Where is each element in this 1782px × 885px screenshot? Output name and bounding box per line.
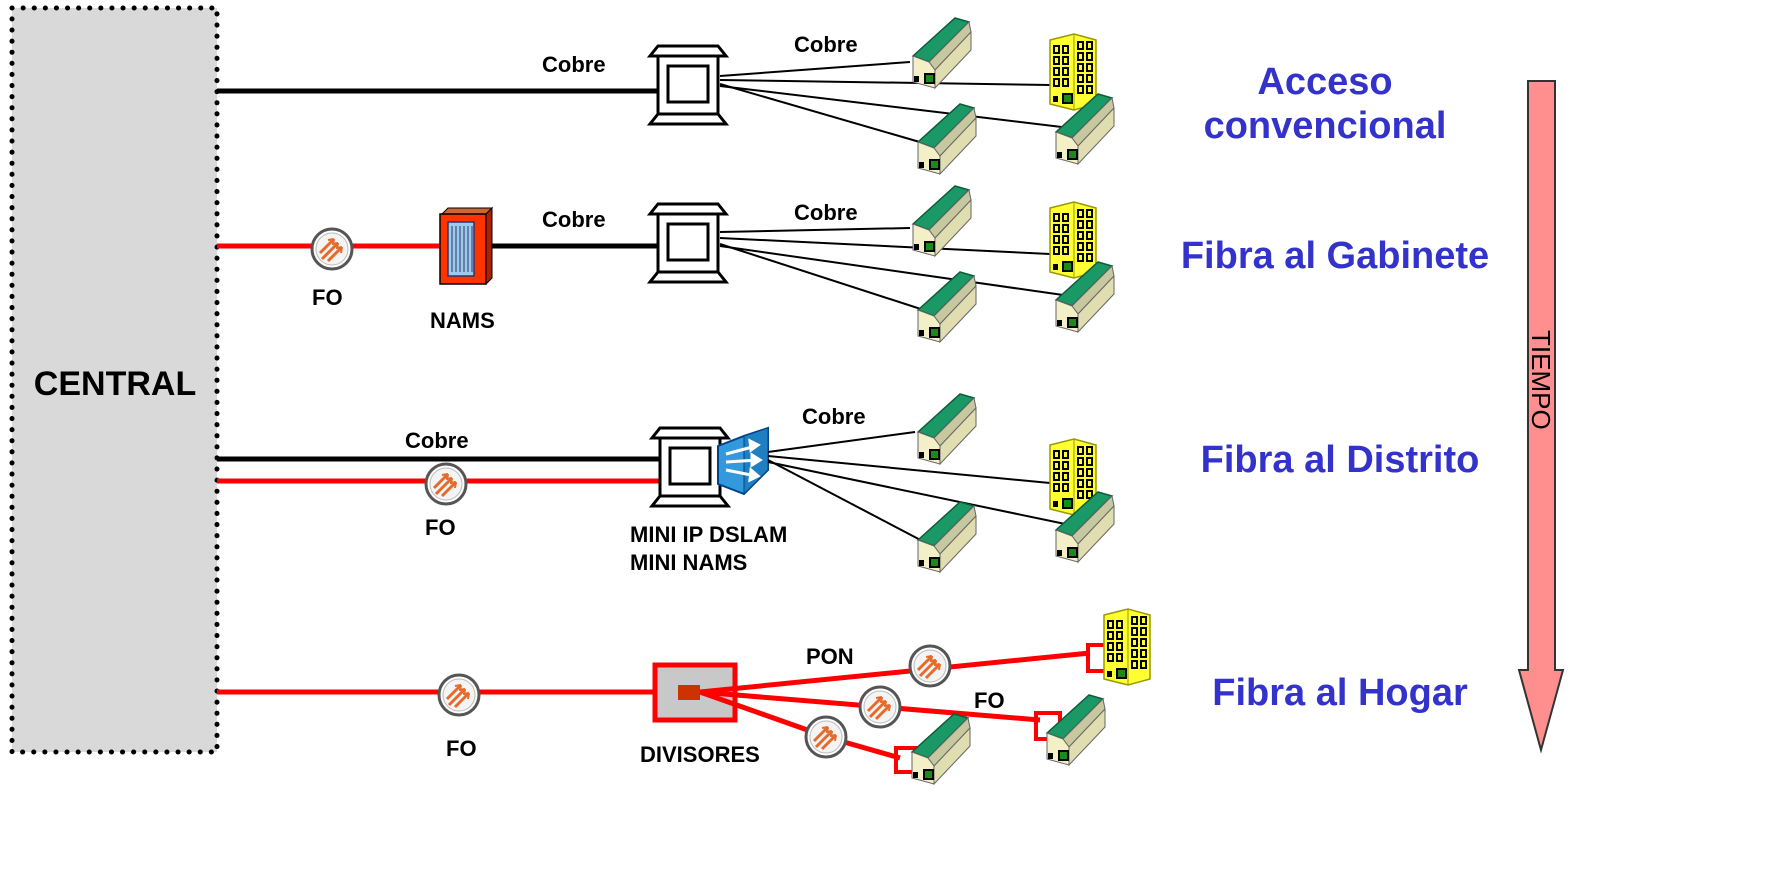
row-fibra-al-distrito: Cobre FO MINI IP DSLAM MINI NAMS Cobre F… — [217, 393, 1480, 575]
mini-nams-label: MINI NAMS — [630, 550, 747, 575]
central-label: CENTRAL — [34, 365, 196, 403]
central-office-box — [9, 5, 220, 755]
fiber-amplifier-icon — [437, 673, 481, 717]
nams-label: NAMS — [430, 308, 495, 333]
fiber-amplifier-icon — [908, 644, 952, 688]
fiber-amplifier-icon — [310, 227, 354, 271]
row-title: Fibra al Gabinete — [1181, 235, 1489, 277]
row-fibra-al-gabinete: FO NAMS Cobre Cobre Fibra al Gabinete — [217, 185, 1489, 343]
house-icon — [917, 393, 977, 465]
timeline-label: TIEMPO — [1526, 330, 1556, 430]
fo-drop-label: FO — [974, 688, 1005, 713]
building-icon — [1049, 33, 1097, 111]
cobre-main-label: Cobre — [542, 207, 606, 232]
house-icon — [917, 103, 977, 175]
building-icon — [1049, 201, 1097, 279]
cabinet-icon — [650, 426, 730, 508]
drop-lines — [719, 227, 1071, 313]
building-icon — [1103, 608, 1151, 686]
row-title: Acceso — [1257, 61, 1392, 103]
cobre-main-label: Cobre — [542, 52, 606, 77]
cobre-drop-label: Cobre — [802, 404, 866, 429]
drop-lines — [767, 431, 1071, 546]
fiber-amplifier-icon — [858, 685, 902, 729]
cobre-main-label: Cobre — [405, 428, 469, 453]
house-icon — [917, 501, 977, 573]
row-title-line-2: convencional — [1204, 105, 1447, 147]
fo-label: FO — [425, 515, 456, 540]
cobre-drop-label: Cobre — [794, 32, 858, 57]
row-fibra-al-hogar: FO DIVISORES PON FO Fibra al Hogar — [217, 608, 1468, 785]
house-icon — [1046, 694, 1106, 766]
pon-label: PON — [806, 644, 854, 669]
cabinet-icon — [648, 44, 728, 126]
row-title: Fibra al Hogar — [1212, 672, 1468, 714]
drop-lines — [719, 61, 1071, 146]
row-acceso-convencional: Cobre Cobre Acceso convencional — [217, 17, 1447, 175]
divisores-label: DIVISORES — [640, 742, 760, 767]
fiber-amplifier-icon — [424, 462, 468, 506]
fiber-amplifier-icon — [804, 715, 848, 759]
house-icon — [912, 17, 972, 89]
timeline-arrow — [1517, 80, 1565, 754]
house-icon — [912, 185, 972, 257]
fo-label: FO — [446, 736, 477, 761]
row-title: Fibra al Distrito — [1201, 439, 1480, 481]
nams-rack-icon — [439, 206, 494, 286]
mini-ip-dslam-label: MINI IP DSLAM — [630, 522, 787, 547]
dslam-switch-icon — [717, 426, 769, 496]
cabinet-icon — [648, 202, 728, 284]
cobre-drop-label: Cobre — [794, 200, 858, 225]
house-icon — [911, 713, 971, 785]
house-icon — [917, 271, 977, 343]
fo-label: FO — [312, 285, 343, 310]
